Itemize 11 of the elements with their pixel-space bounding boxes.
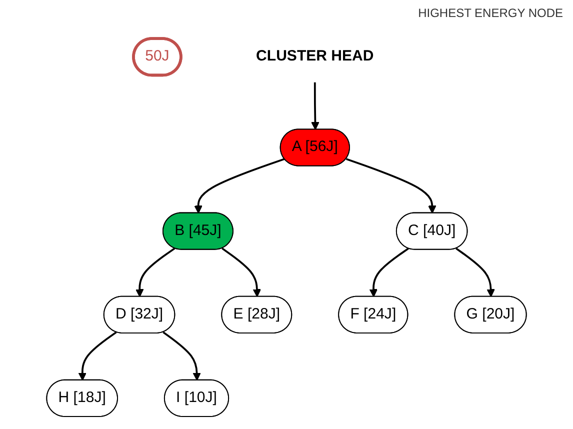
arrow [346, 158, 436, 214]
node-text: CLUSTER HEAD [256, 48, 374, 64]
arrow [78, 331, 117, 381]
arrow [369, 248, 409, 298]
arrow [456, 248, 495, 298]
note-text: HIGHEST ENERGY NODE [418, 6, 563, 20]
arrow [162, 331, 201, 381]
arrow [194, 158, 285, 214]
arrow [222, 248, 262, 298]
arrow [311, 82, 320, 130]
arrow [135, 248, 176, 298]
